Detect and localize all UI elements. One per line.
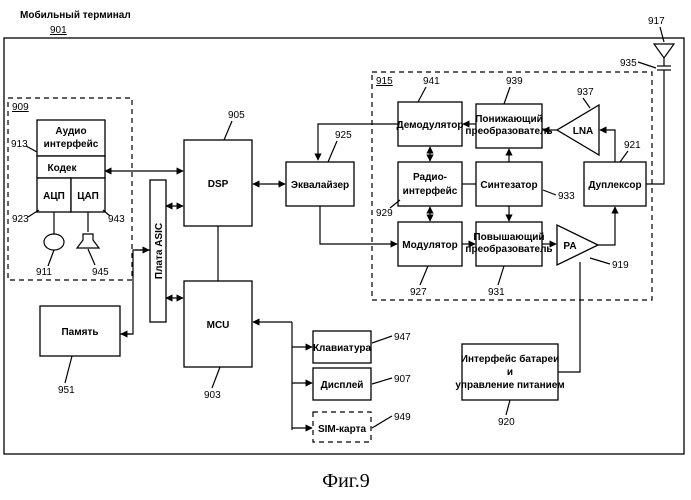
ref-929: 929: [376, 208, 393, 219]
ref-923: 923: [12, 214, 29, 225]
ref-943: 943: [108, 214, 125, 225]
lna-label: LNA: [573, 126, 594, 137]
battery-label-1: Интерфейс батареи: [461, 353, 559, 365]
radio-interface-label-1: Радио-: [413, 172, 447, 183]
mcu-label: MCU: [207, 320, 230, 331]
terminal-ref: 901: [50, 25, 67, 36]
ref-949: 949: [394, 412, 411, 423]
ref-911: 911: [36, 267, 52, 278]
terminal-title: Мобильный терминал: [20, 9, 131, 21]
downconverter-label-2: преобразователь: [465, 125, 552, 137]
dsp-label: DSP: [208, 179, 229, 190]
ref-905: 905: [228, 110, 245, 121]
antenna-icon: [654, 44, 674, 58]
upconverter-label-1: Повышающий: [473, 232, 544, 243]
ref-951: 951: [58, 385, 75, 396]
battery-label-3: управление питанием: [455, 380, 564, 391]
asic-label: Плата ASIC: [154, 223, 165, 279]
battery-label-2: и: [507, 367, 513, 378]
ref-903: 903: [204, 390, 221, 401]
codec-label: Кодек: [48, 163, 78, 174]
keyboard-label: Клавиатура: [313, 343, 372, 354]
audio-interface-label-1: Аудио: [55, 126, 86, 137]
ref-907: 907: [394, 374, 411, 385]
ref-935: 935: [620, 58, 637, 69]
ref-947: 947: [394, 332, 411, 343]
ref-939: 939: [506, 76, 523, 87]
ref-933: 933: [558, 191, 575, 202]
dac-label: ЦАП: [77, 191, 99, 202]
pa-label: PA: [563, 241, 576, 252]
figure-caption: Фиг.9: [322, 470, 369, 492]
speaker-icon: [77, 234, 99, 248]
ref-919: 919: [612, 260, 629, 271]
ref-917: 917: [648, 16, 665, 27]
display-label: Дисплей: [321, 380, 364, 391]
sim-card-label: SIM-карта: [318, 424, 367, 435]
audio-interface-label-2: интерфейс: [44, 138, 99, 150]
equalizer-label: Эквалайзер: [291, 180, 349, 191]
synthesizer-label: Синтезатор: [480, 180, 537, 191]
ref-920: 920: [498, 417, 515, 428]
ref-909: 909: [12, 102, 29, 113]
ref-945: 945: [92, 267, 109, 278]
microphone-icon: [44, 234, 64, 250]
ref-925: 925: [335, 130, 352, 141]
ref-937: 937: [577, 87, 594, 98]
ref-915: 915: [376, 76, 393, 87]
demodulator-label: Демодулятор: [397, 120, 464, 131]
adc-label: АЦП: [43, 191, 65, 202]
modulator-label: Модулятор: [402, 240, 457, 251]
ref-913: 913: [11, 139, 28, 150]
ref-921: 921: [624, 140, 641, 151]
radio-interface-box: [398, 162, 462, 206]
ref-927: 927: [410, 287, 427, 298]
ref-941: 941: [423, 76, 440, 87]
upconverter-label-2: преобразователь: [465, 243, 552, 255]
memory-label: Память: [61, 327, 98, 338]
duplexer-label: Дуплексор: [588, 180, 641, 191]
ref-931: 931: [488, 287, 505, 298]
radio-interface-label-2: интерфейс: [403, 185, 458, 197]
downconverter-label-1: Понижающий: [475, 114, 543, 125]
